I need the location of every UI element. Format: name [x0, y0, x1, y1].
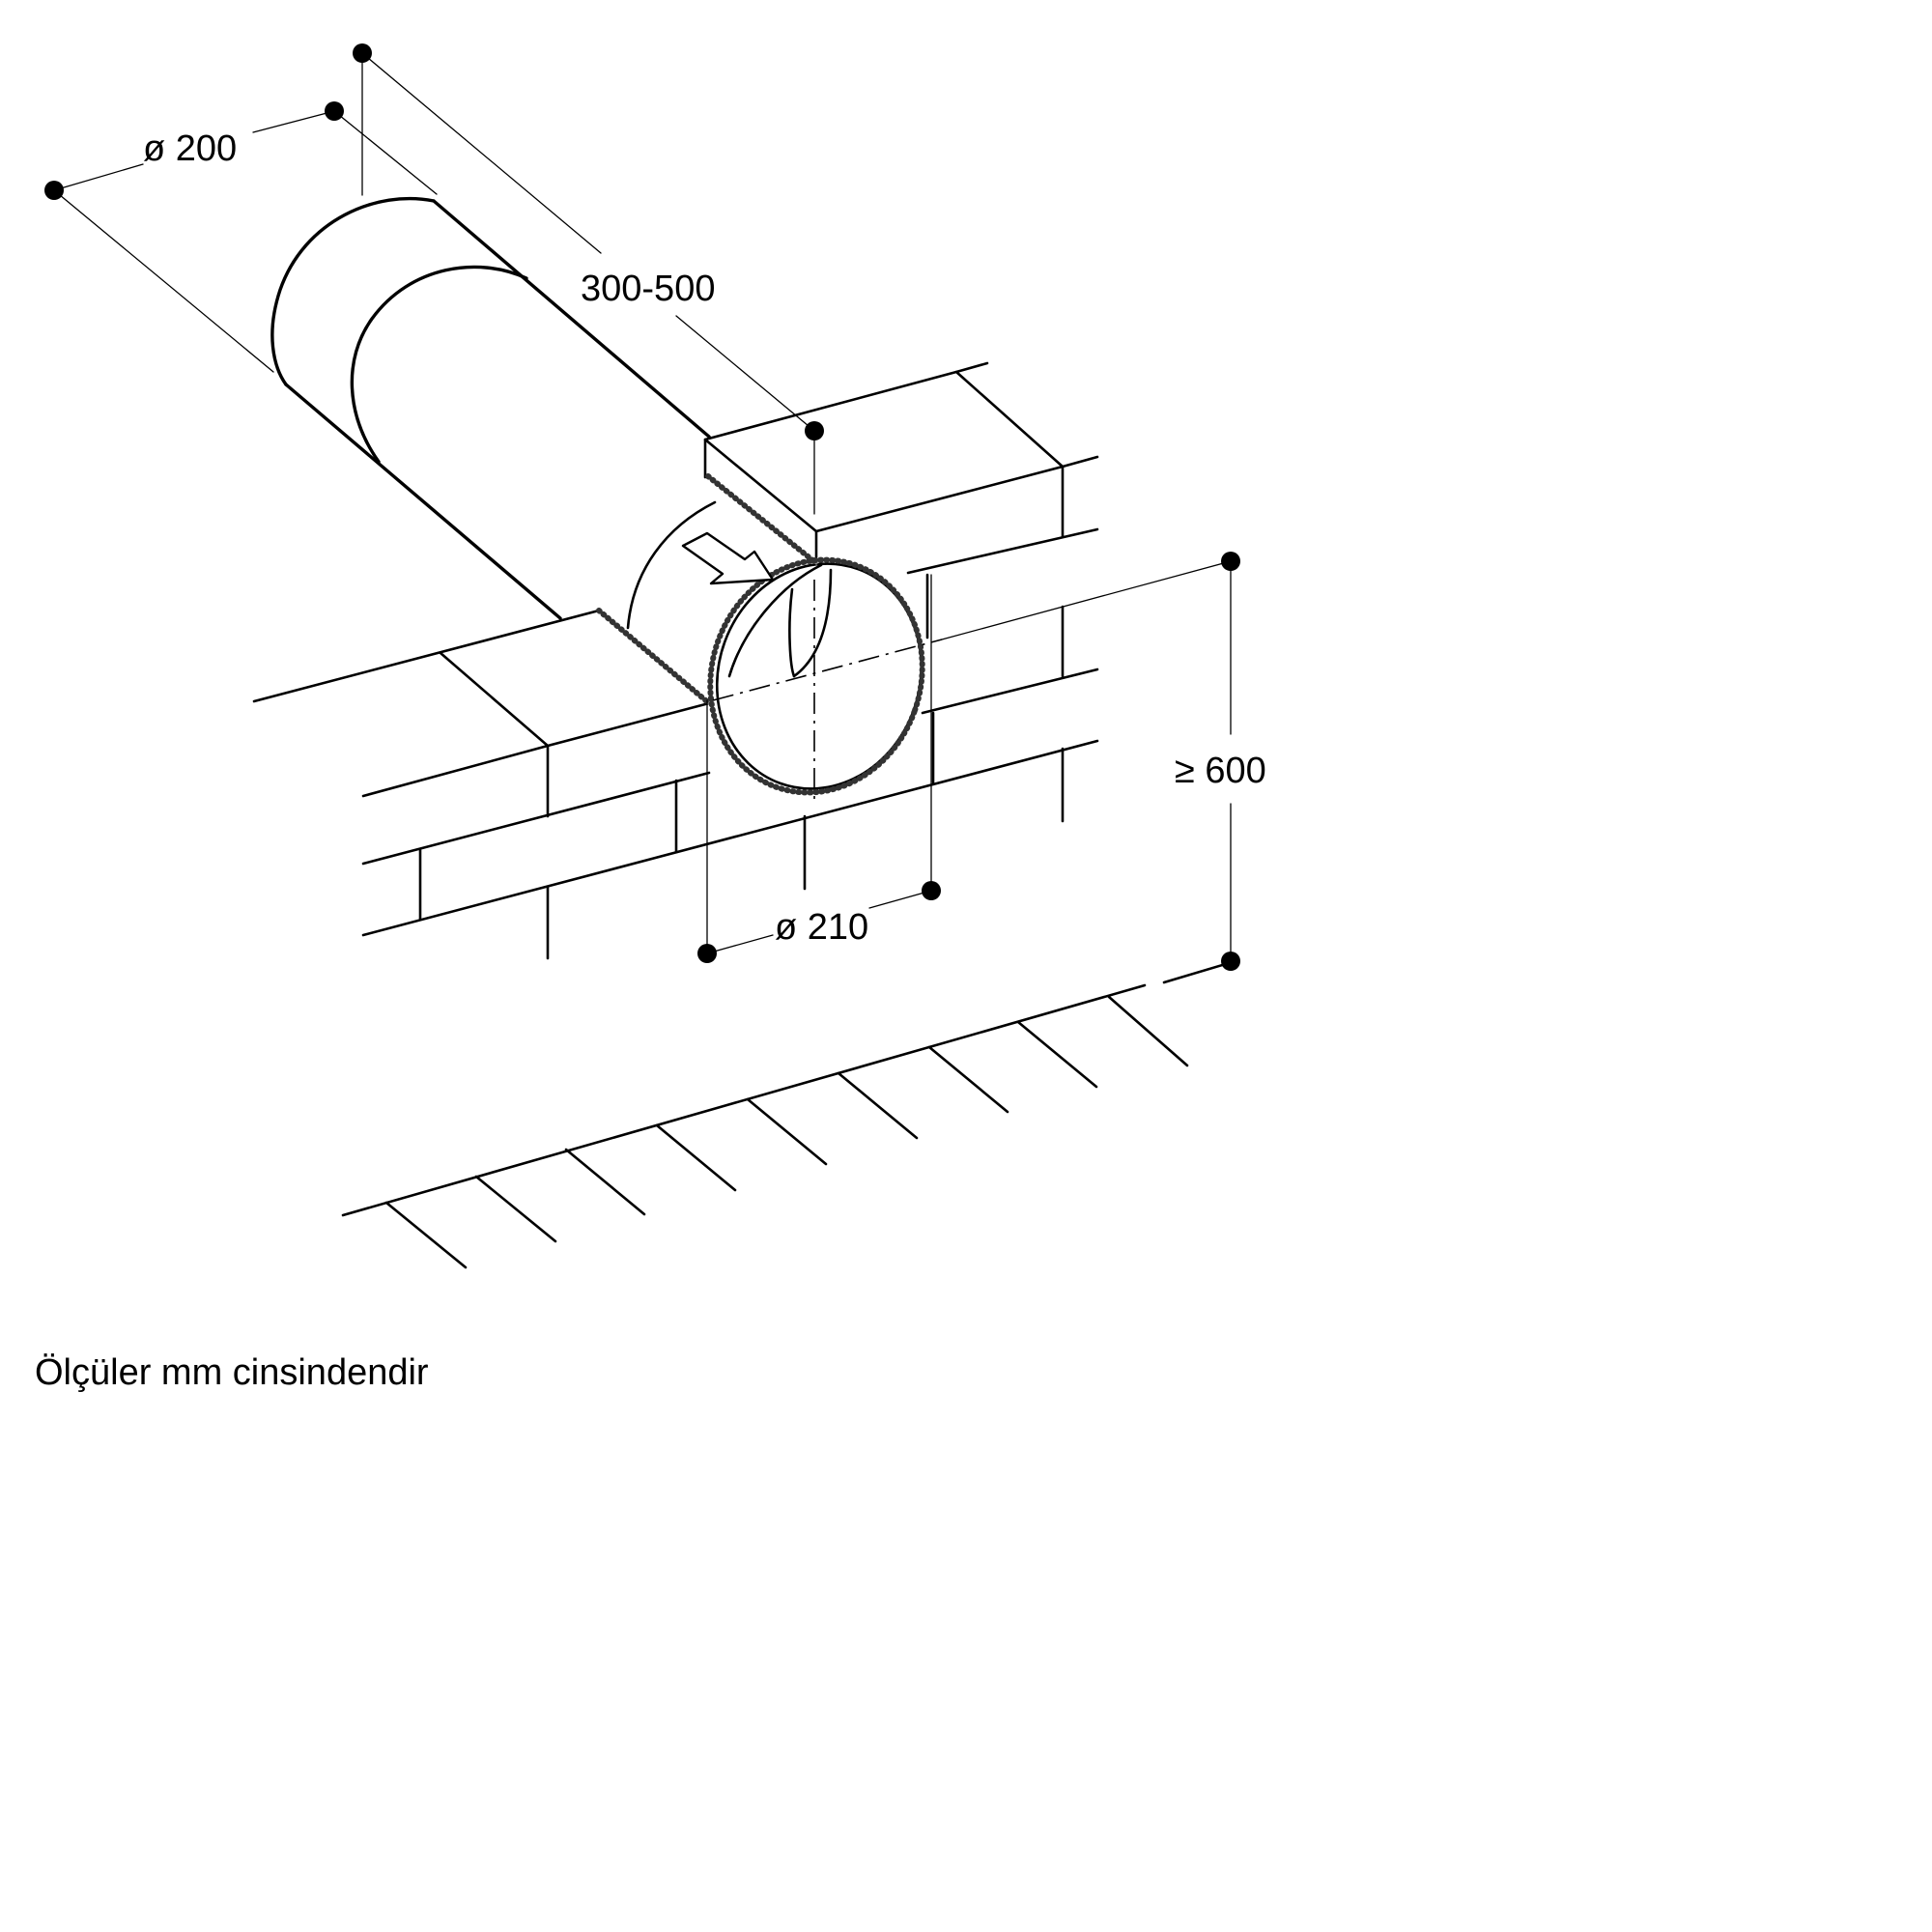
brick-wall: [252, 361, 1099, 960]
installation-diagram: ø 200 300-500 ≥ 600 ø 210: [44, 43, 1266, 1269]
pipe-length-label: 300-500: [581, 269, 715, 309]
dimension-lines: [44, 43, 1240, 971]
pipe-diameter-label: ø 200: [143, 128, 237, 169]
wall-outlet: [626, 500, 923, 790]
airflow-arrow-icon: [681, 531, 775, 585]
floor: [341, 961, 1231, 1269]
units-note: Ölçüler mm cinsindendir: [35, 1352, 429, 1393]
duct-pipe: [270, 196, 711, 620]
sealing-strips: [596, 473, 925, 796]
min-height-label: ≥ 600: [1175, 751, 1266, 791]
outlet-diameter-label: ø 210: [775, 907, 868, 948]
center-axis: [712, 580, 943, 802]
